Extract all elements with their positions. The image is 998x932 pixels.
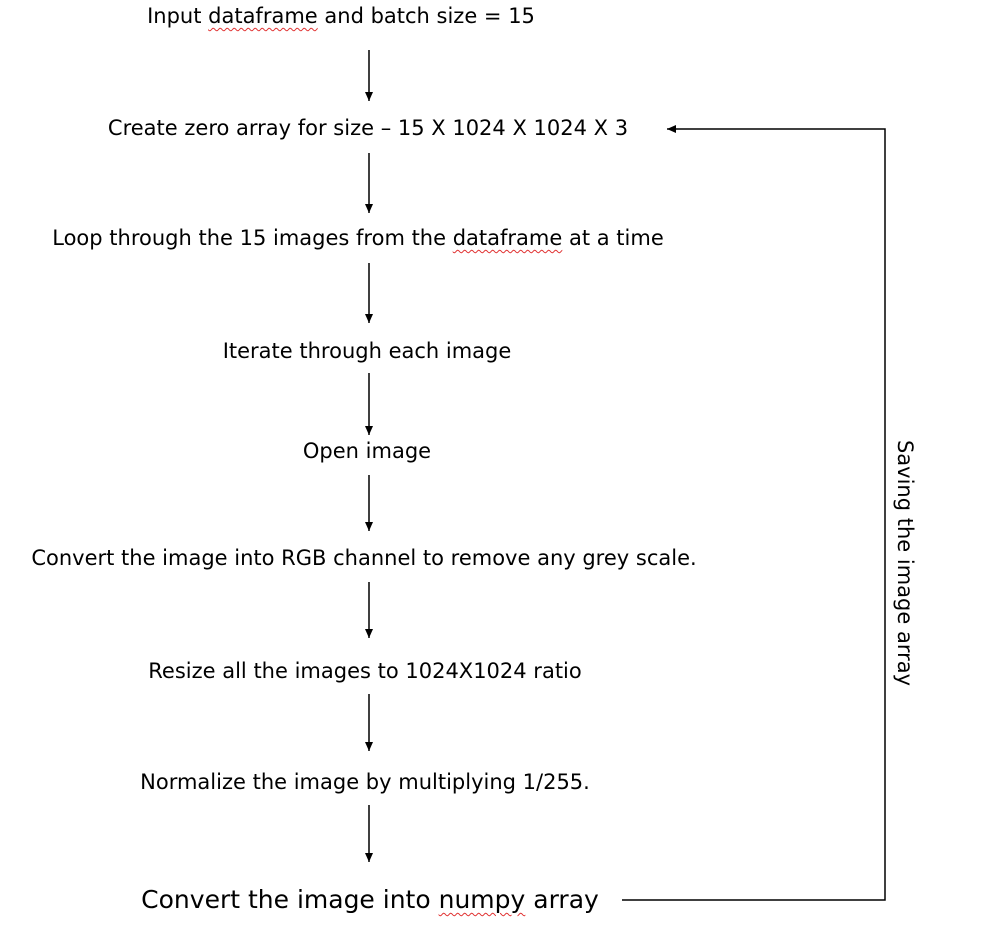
step-resize: Resize all the images to 1024X1024 ratio xyxy=(148,659,582,683)
step-normalize: Normalize the image by multiplying 1/255… xyxy=(140,770,590,794)
step-convert-rgb: Convert the image into RGB channel to re… xyxy=(31,546,697,570)
step-iterate: Iterate through each image xyxy=(222,339,512,363)
step-input-text-3: and batch size = 15 xyxy=(317,4,535,28)
step-loop-text-2: dataframe xyxy=(452,226,563,250)
arrow-feedback-loop xyxy=(622,125,886,901)
step-create-zero-array: Create zero array for size – 15 X 1024 X… xyxy=(107,116,629,140)
step-input-text-2: dataframe xyxy=(208,4,318,28)
step-input-text-1: Input xyxy=(147,4,209,28)
step-numpy-text-1: Convert the image into xyxy=(141,885,439,914)
step-loop-images: Loop through the 15 images from the data… xyxy=(52,226,664,250)
step-loop-text-3: at a time xyxy=(562,226,664,250)
step-convert-numpy: Convert the image into numpy array xyxy=(141,886,599,914)
step-input: Input dataframe and batch size = 15 xyxy=(147,4,535,28)
step-loop-text-1: Loop through the 15 images from the xyxy=(52,226,453,250)
step-numpy-text-2: numpy xyxy=(438,885,526,914)
step-open-image: Open image xyxy=(302,439,432,463)
step-numpy-text-3: array xyxy=(525,885,599,914)
